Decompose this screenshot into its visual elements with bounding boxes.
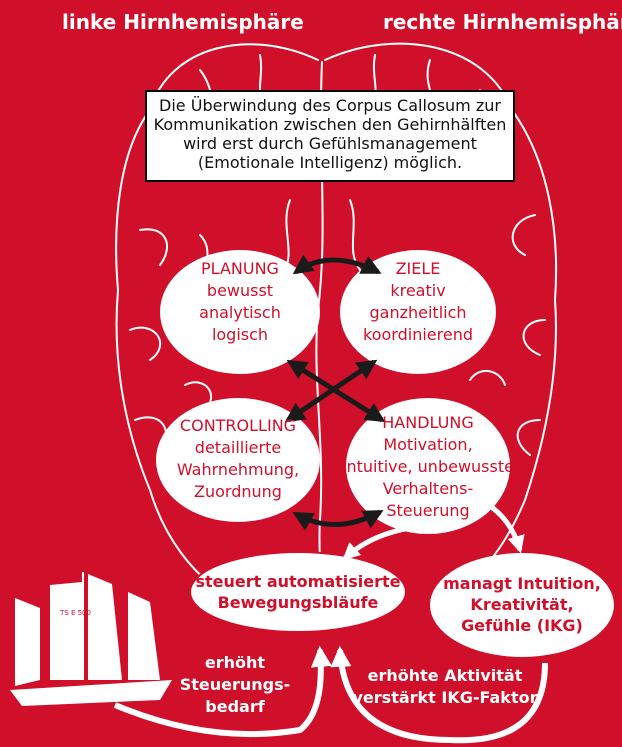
ziele-text: ZIELE kreativ ganzheitlich koordinierend bbox=[340, 258, 496, 346]
output-left-oval bbox=[189, 551, 407, 633]
note-line: wird erst durch Gefühlsmanagement bbox=[183, 134, 477, 153]
planung-oval bbox=[160, 250, 320, 374]
handlung-line: Steuerung bbox=[386, 501, 470, 520]
steuerungsbedarf-line: bedarf bbox=[205, 697, 265, 716]
planung-line: analytisch bbox=[199, 303, 281, 322]
planung-line: bewusst bbox=[206, 281, 274, 300]
arrow-right-output-loop bbox=[330, 645, 548, 744]
arrow-controlling-handlung bbox=[292, 509, 384, 531]
note-line: (Emotionale Intelligenz) möglich. bbox=[197, 153, 463, 172]
steuerungsbedarf-line: Steuerungs- bbox=[179, 675, 291, 694]
ziele-line: kreativ bbox=[390, 281, 446, 300]
note-line: Kommunikation zwischen den Gehirnhälften bbox=[153, 115, 507, 134]
handlung-line: intuitive, unbewusste bbox=[342, 457, 514, 476]
note-line: Die Überwindung des Corpus Callosum zur bbox=[159, 96, 501, 115]
label-steuerungsbedarf: erhöht Steuerungs- bedarf bbox=[170, 652, 300, 718]
ship-sail-number: TS E 500 bbox=[59, 609, 91, 617]
arrow-ziele-controlling bbox=[284, 359, 378, 423]
steuerungsbedarf-line: erhöht bbox=[204, 653, 266, 672]
output-right-line: managt Intuition, bbox=[443, 574, 601, 593]
planung-title: PLANUNG bbox=[201, 259, 279, 278]
ship-icon bbox=[10, 572, 172, 706]
controlling-line: Zuordnung bbox=[194, 482, 282, 501]
ziele-line: ganzheitlich bbox=[369, 303, 467, 322]
handlung-title: HANDLUNG bbox=[382, 413, 474, 432]
ziele-oval bbox=[340, 250, 496, 374]
controlling-line: Wahrnehmung, bbox=[176, 460, 300, 479]
right-hemisphere-header: rechte Hirnhemisphäre bbox=[383, 10, 622, 34]
output-left-text: steuert automatisierte Bewegungsbläufe bbox=[190, 571, 406, 613]
ikg-faktor-line: erhöhte Aktivität bbox=[367, 666, 523, 685]
output-right-line: Gefühle (IKG) bbox=[461, 616, 583, 635]
output-right-oval bbox=[430, 553, 614, 657]
planung-text: PLANUNG bewusst analytisch logisch bbox=[160, 258, 320, 346]
output-left-line: steuert automatisierte bbox=[195, 572, 401, 591]
left-hemisphere-header: linke Hirnhemisphäre bbox=[62, 10, 304, 34]
corpus-callosum-note: Die Überwindung des Corpus Callosum zur … bbox=[145, 90, 515, 182]
arrow-ship-to-left-output bbox=[113, 645, 332, 738]
planung-line: logisch bbox=[211, 325, 269, 344]
handlung-line: Verhaltens- bbox=[382, 479, 474, 498]
label-ikg-faktor: erhöhte Aktivität verstärkt IKG-Faktor bbox=[350, 665, 540, 709]
ikg-faktor-line: verstärkt IKG-Faktor bbox=[352, 688, 538, 707]
controlling-text: CONTROLLING detaillierte Wahrnehmung, Zu… bbox=[156, 415, 320, 503]
ziele-title: ZIELE bbox=[395, 259, 441, 278]
controlling-title: CONTROLLING bbox=[179, 416, 297, 435]
arrow-handlung-to-right-output bbox=[478, 497, 525, 554]
handlung-line: Motivation, bbox=[383, 435, 473, 454]
controlling-oval bbox=[156, 398, 320, 522]
handlung-text: HANDLUNG Motivation, intuitive, unbewuss… bbox=[340, 412, 516, 522]
ziele-line: koordinierend bbox=[363, 325, 473, 344]
controlling-line: detaillierte bbox=[194, 438, 282, 457]
handlung-oval bbox=[346, 398, 510, 534]
output-right-text: managt Intuition, Kreativität, Gefühle (… bbox=[430, 573, 614, 636]
output-left-line: Bewegungsbläufe bbox=[217, 593, 379, 612]
arrow-planung-ziele bbox=[292, 254, 382, 275]
arrow-handlung-to-left-output bbox=[342, 525, 411, 561]
output-right-line: Kreativität, bbox=[470, 595, 574, 614]
